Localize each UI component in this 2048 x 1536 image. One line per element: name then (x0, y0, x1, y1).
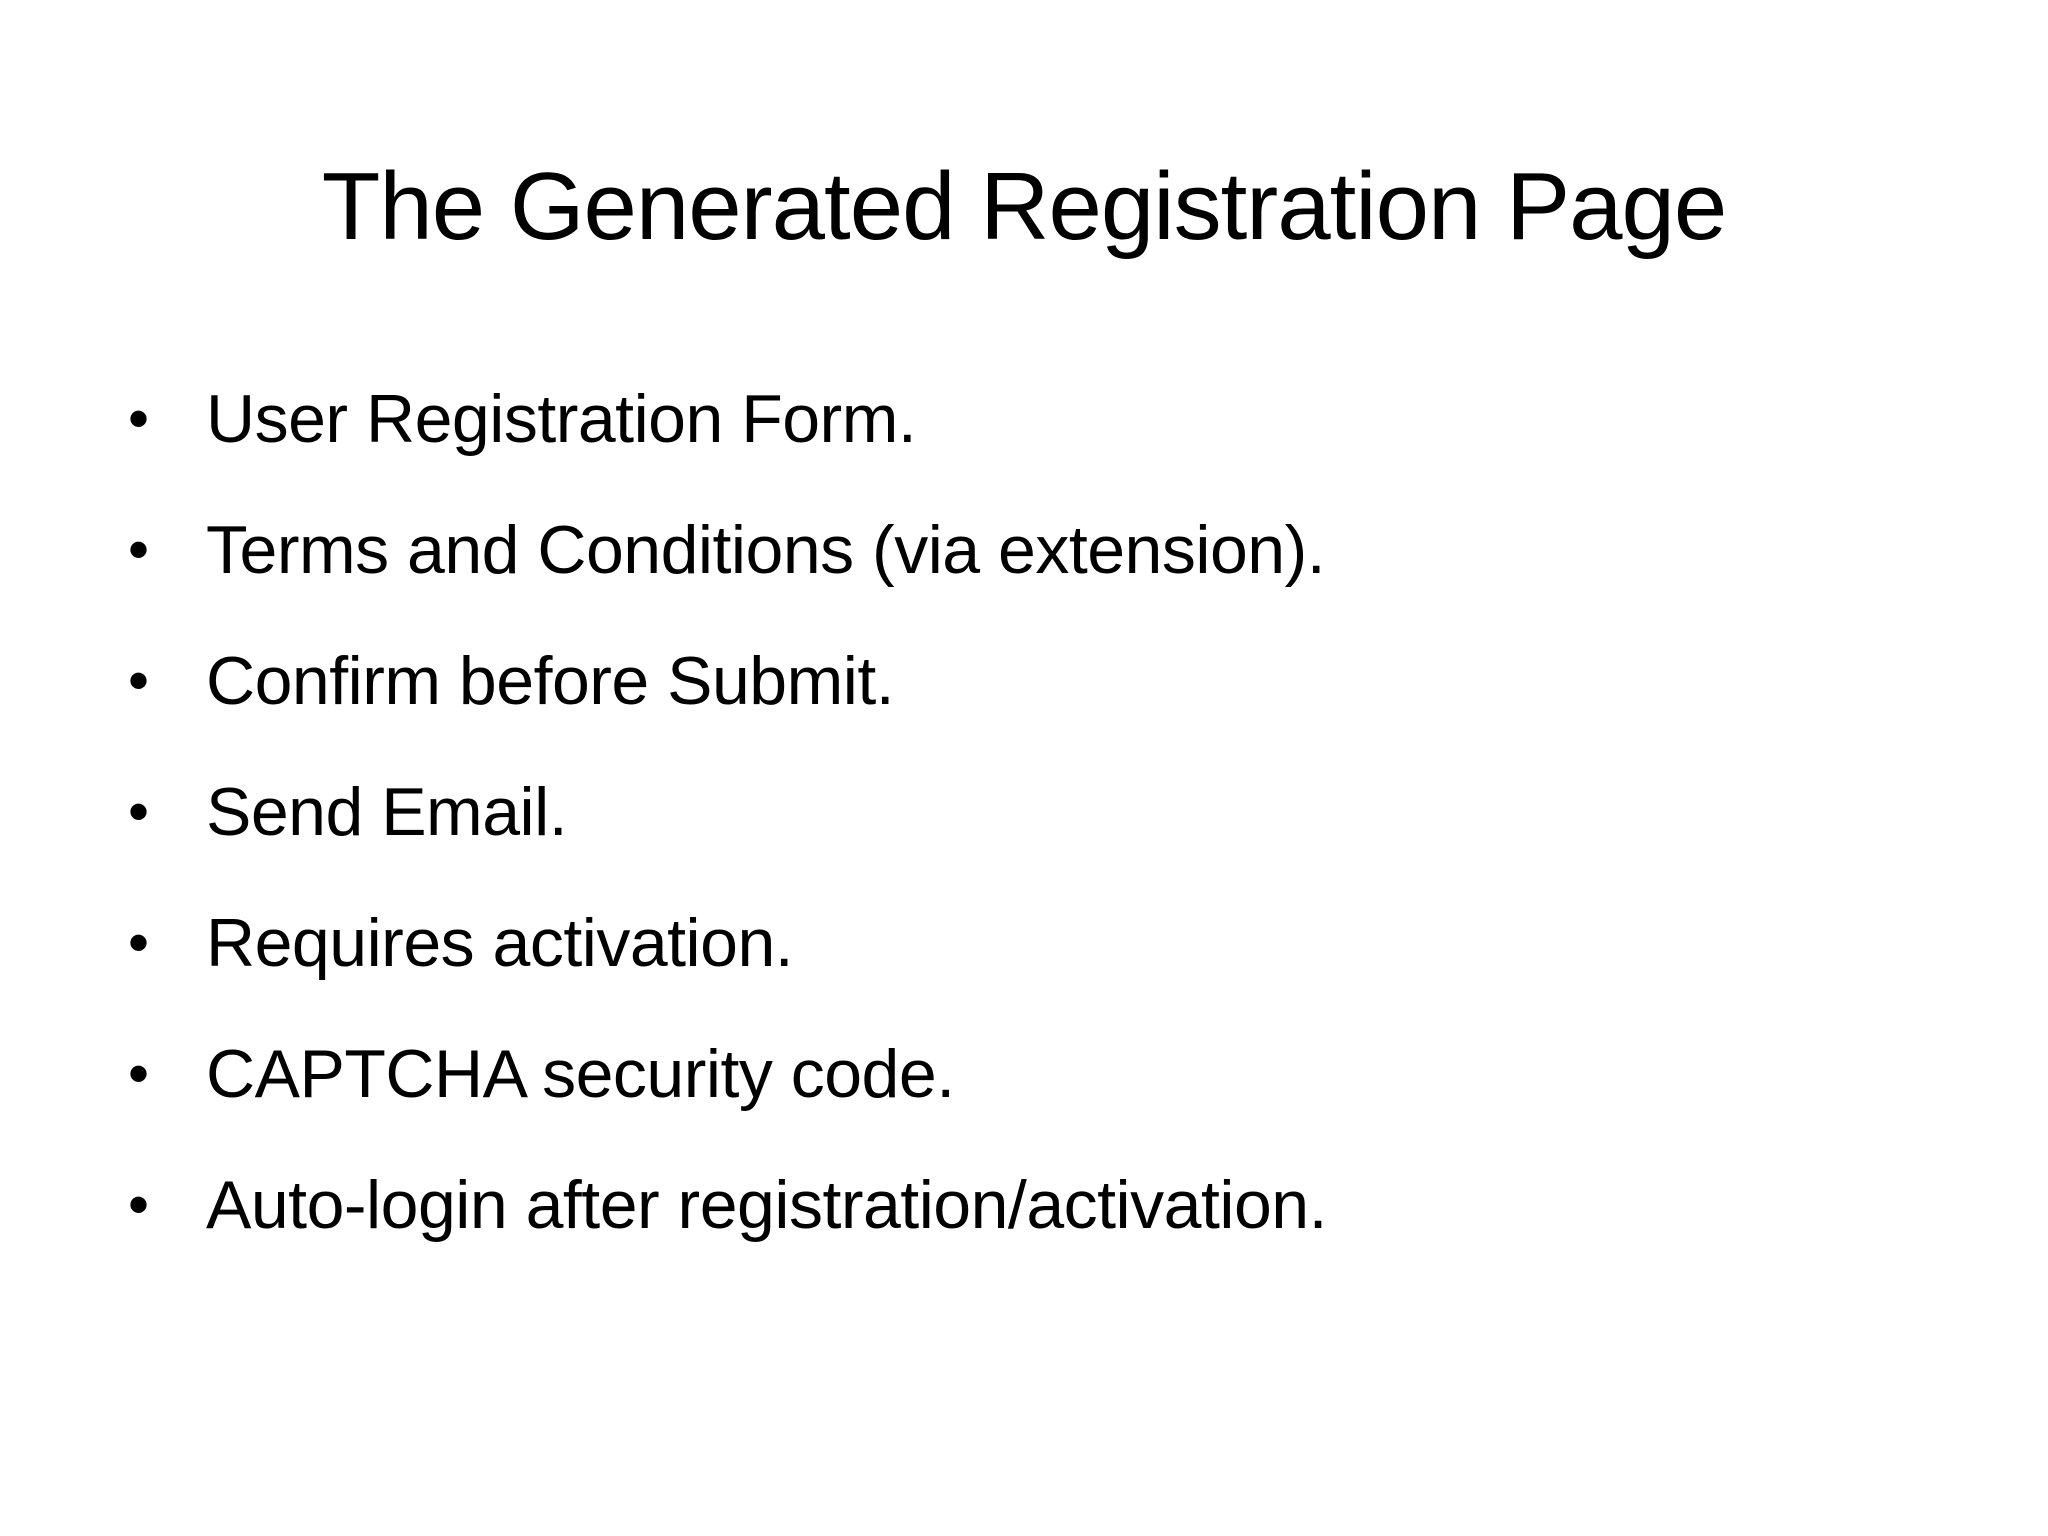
bullet-icon: • (128, 777, 149, 845)
list-item: • User Registration Form. (128, 378, 1968, 461)
bullet-text: User Registration Form. (206, 381, 917, 457)
bullet-text: Auto-login after registration/activation… (206, 1166, 1328, 1243)
bullet-icon: • (128, 908, 149, 976)
list-item: • Confirm before Submit. (128, 640, 1968, 723)
bullet-text: Send Email. (206, 773, 568, 850)
list-item: • Terms and Conditions (via extension). (128, 509, 1968, 592)
bullet-icon: • (128, 515, 149, 583)
list-item: • Requires activation. (128, 902, 1968, 985)
bullet-text: Requires activation. (206, 904, 794, 981)
bullet-text: CAPTCHA security code. (206, 1035, 955, 1112)
list-item: • Auto-login after registration/activati… (128, 1164, 1968, 1247)
bullet-icon: • (128, 1170, 149, 1238)
bullet-list: • User Registration Form. • Terms and Co… (128, 378, 1968, 1247)
bullet-icon: • (128, 385, 149, 452)
bullet-icon: • (128, 646, 149, 714)
bullet-icon: • (128, 1039, 149, 1107)
bullet-text: Terms and Conditions (via extension). (206, 511, 1326, 588)
list-item: • CAPTCHA security code. (128, 1033, 1968, 1116)
bullet-text: Confirm before Submit. (206, 642, 895, 719)
slide-title: The Generated Registration Page (321, 153, 1728, 261)
list-item: • Send Email. (128, 771, 1968, 854)
